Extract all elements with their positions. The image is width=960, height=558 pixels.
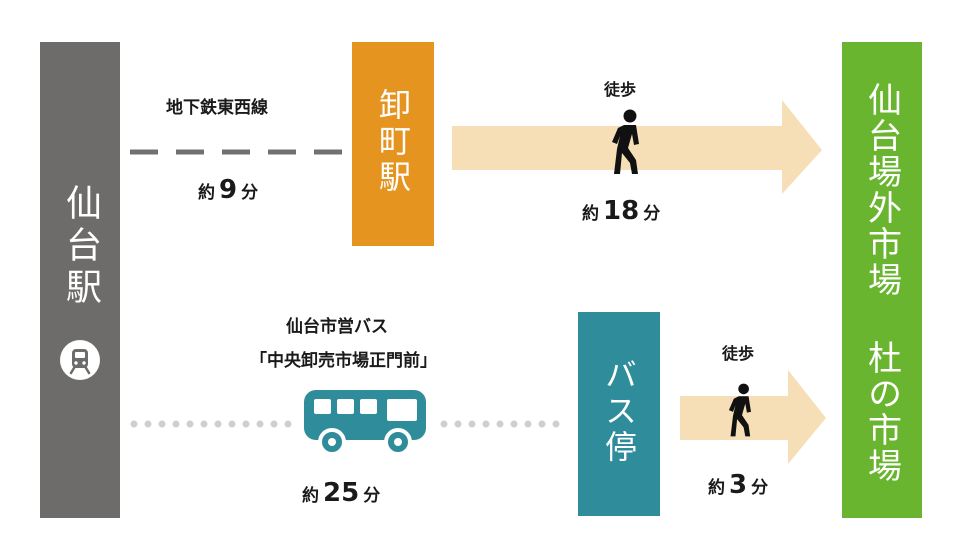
walk-time-2-value: 3 bbox=[729, 470, 748, 500]
subway-time: 約 9 分 bbox=[198, 175, 258, 205]
bus-time-prefix: 約 bbox=[302, 486, 319, 506]
walk-time-1-suffix: 分 bbox=[643, 204, 661, 224]
train-icon bbox=[60, 340, 100, 380]
walk-time-2: 約 3 分 bbox=[708, 470, 768, 500]
walker-icon bbox=[612, 109, 639, 174]
bus-label-line1: 仙台市営バス bbox=[286, 317, 388, 337]
destination-bar: 仙台場外市場 杜の市場 bbox=[842, 42, 922, 518]
subway-time-suffix: 分 bbox=[241, 183, 259, 203]
subway-time-value: 9 bbox=[219, 175, 238, 205]
subway-dashed-line bbox=[130, 149, 344, 155]
walk-label-2: 徒歩 bbox=[722, 344, 755, 363]
oroshimachi-station-label: 卸町駅 bbox=[374, 88, 412, 196]
bus-time-suffix: 分 bbox=[363, 486, 381, 506]
destination-label: 仙台場外市場 杜の市場 bbox=[861, 82, 902, 484]
oroshimachi-station-box: 卸町駅 bbox=[352, 42, 434, 246]
bus-dotted-line-right bbox=[440, 420, 574, 428]
bus-icon bbox=[304, 390, 426, 456]
origin-station-label: 仙台駅 bbox=[60, 184, 101, 310]
bus-time: 約 25 分 bbox=[302, 478, 380, 508]
walk-time-1: 約 18 分 bbox=[582, 196, 660, 226]
subway-line-label: 地下鉄東西線 bbox=[166, 98, 268, 118]
bus-stop-box: バス停 bbox=[578, 312, 660, 516]
origin-station-bar: 仙台駅 bbox=[40, 42, 120, 518]
arrow-icon bbox=[452, 100, 822, 194]
subway-time-prefix: 約 bbox=[198, 183, 215, 203]
walk-time-2-suffix: 分 bbox=[751, 478, 769, 498]
bus-time-value: 25 bbox=[323, 478, 360, 508]
walk-time-2-prefix: 約 bbox=[708, 478, 725, 498]
bus-dotted-line-left bbox=[130, 420, 304, 428]
walk-label-1: 徒歩 bbox=[604, 80, 637, 99]
walker-icon bbox=[728, 383, 751, 437]
bus-stop-label: バス停 bbox=[600, 358, 638, 466]
bus-label-line2: 「中央卸売市場正門前」 bbox=[250, 351, 437, 371]
walk-time-1-prefix: 約 bbox=[582, 204, 599, 224]
arrow-icon bbox=[680, 370, 826, 464]
walk-time-1-value: 18 bbox=[603, 196, 640, 226]
